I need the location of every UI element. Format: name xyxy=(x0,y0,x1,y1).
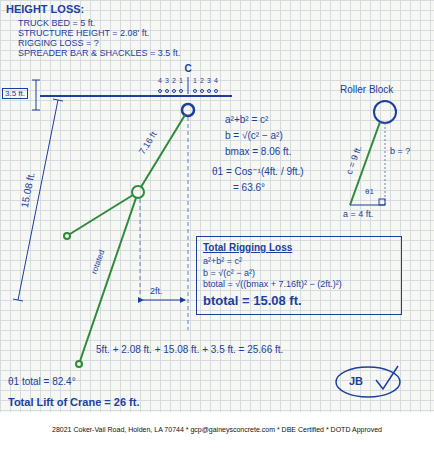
hook xyxy=(182,104,194,116)
equation: b = √(c² − a²) xyxy=(225,130,283,142)
result: Total Lift of Crane = 26 ft. xyxy=(8,396,140,409)
center-tick xyxy=(188,77,189,94)
footer-address: 28021 Coker-Vail Road, Holden, LA 70744 … xyxy=(52,426,382,434)
dimension-label: b = ? xyxy=(390,146,410,156)
approval-check xyxy=(336,366,400,397)
initials: JB xyxy=(349,375,363,388)
rigging xyxy=(64,115,185,367)
equation: θ1 = Cos⁻¹(4ft. / 9ft.) xyxy=(212,166,304,178)
ruler-number: 3 xyxy=(207,77,211,85)
angle-result: θ1 total = 82.4° xyxy=(8,376,76,388)
dimension-label: 15.08 ft. xyxy=(19,171,37,209)
calculation-box: Total Rigging Loss a²+b² = c²b = √(c² − a… xyxy=(196,236,402,315)
equation: b = √(c² − a²) xyxy=(203,268,395,280)
dimension-label: 3.5 ft. xyxy=(2,88,28,99)
offset-dimension xyxy=(143,300,185,301)
ruler-number: 2 xyxy=(200,77,204,85)
centerline-mark: C xyxy=(184,63,191,75)
ruler-number: 1 xyxy=(193,77,197,85)
ruler-number: 1 xyxy=(179,77,183,85)
bar-dimension xyxy=(32,80,40,110)
sum-equation: 5ft. + 2.08 ft. + 15.08 ft. + 3.5 ft. = … xyxy=(96,344,283,356)
equation: btotal = 15.08 ft. xyxy=(203,293,395,310)
ruler-number: 2 xyxy=(172,77,176,85)
dimension-label: a = 4 ft. xyxy=(343,209,373,219)
equation: = 63.6° xyxy=(233,182,265,194)
box-heading: Total Rigging Loss xyxy=(203,241,395,254)
part-name: Roller Block xyxy=(340,84,393,96)
ruler-number: 4 xyxy=(158,77,162,85)
equation: a²+b² = c² xyxy=(225,114,268,126)
ruler-number: 4 xyxy=(214,77,218,85)
equation: btotal = √((bmax + 7.16ft)² − (2ft.)²) xyxy=(203,279,395,291)
sheet-title: HEIGHT LOSS: xyxy=(6,3,84,16)
note: rotated xyxy=(89,249,106,276)
equation: bmax = 8.06 ft. xyxy=(225,146,291,158)
plumb-line xyxy=(140,199,141,296)
given-value: TRUCK BED = 5 ft. xyxy=(18,18,95,28)
dimension-label: 7.16 ft xyxy=(137,130,159,157)
ruler-number: 3 xyxy=(165,77,169,85)
dimension-label: c = 9 ft. xyxy=(344,144,364,176)
angle-label: θ1 xyxy=(365,187,374,196)
given-value: STRUCTURE HEIGHT = 2.08' ft. xyxy=(18,28,149,38)
footer-band xyxy=(0,412,434,450)
given-value: SPREADER BAR & SHACKLES = 3.5 ft. xyxy=(18,48,180,58)
given-value: RIGGING LOSS = ? xyxy=(18,38,99,48)
dimension-label: 2ft. xyxy=(150,286,163,296)
equation: a²+b² = c² xyxy=(203,256,395,268)
sling-dimension xyxy=(13,99,63,301)
spreader-bar xyxy=(40,95,232,97)
center-line xyxy=(188,117,189,330)
